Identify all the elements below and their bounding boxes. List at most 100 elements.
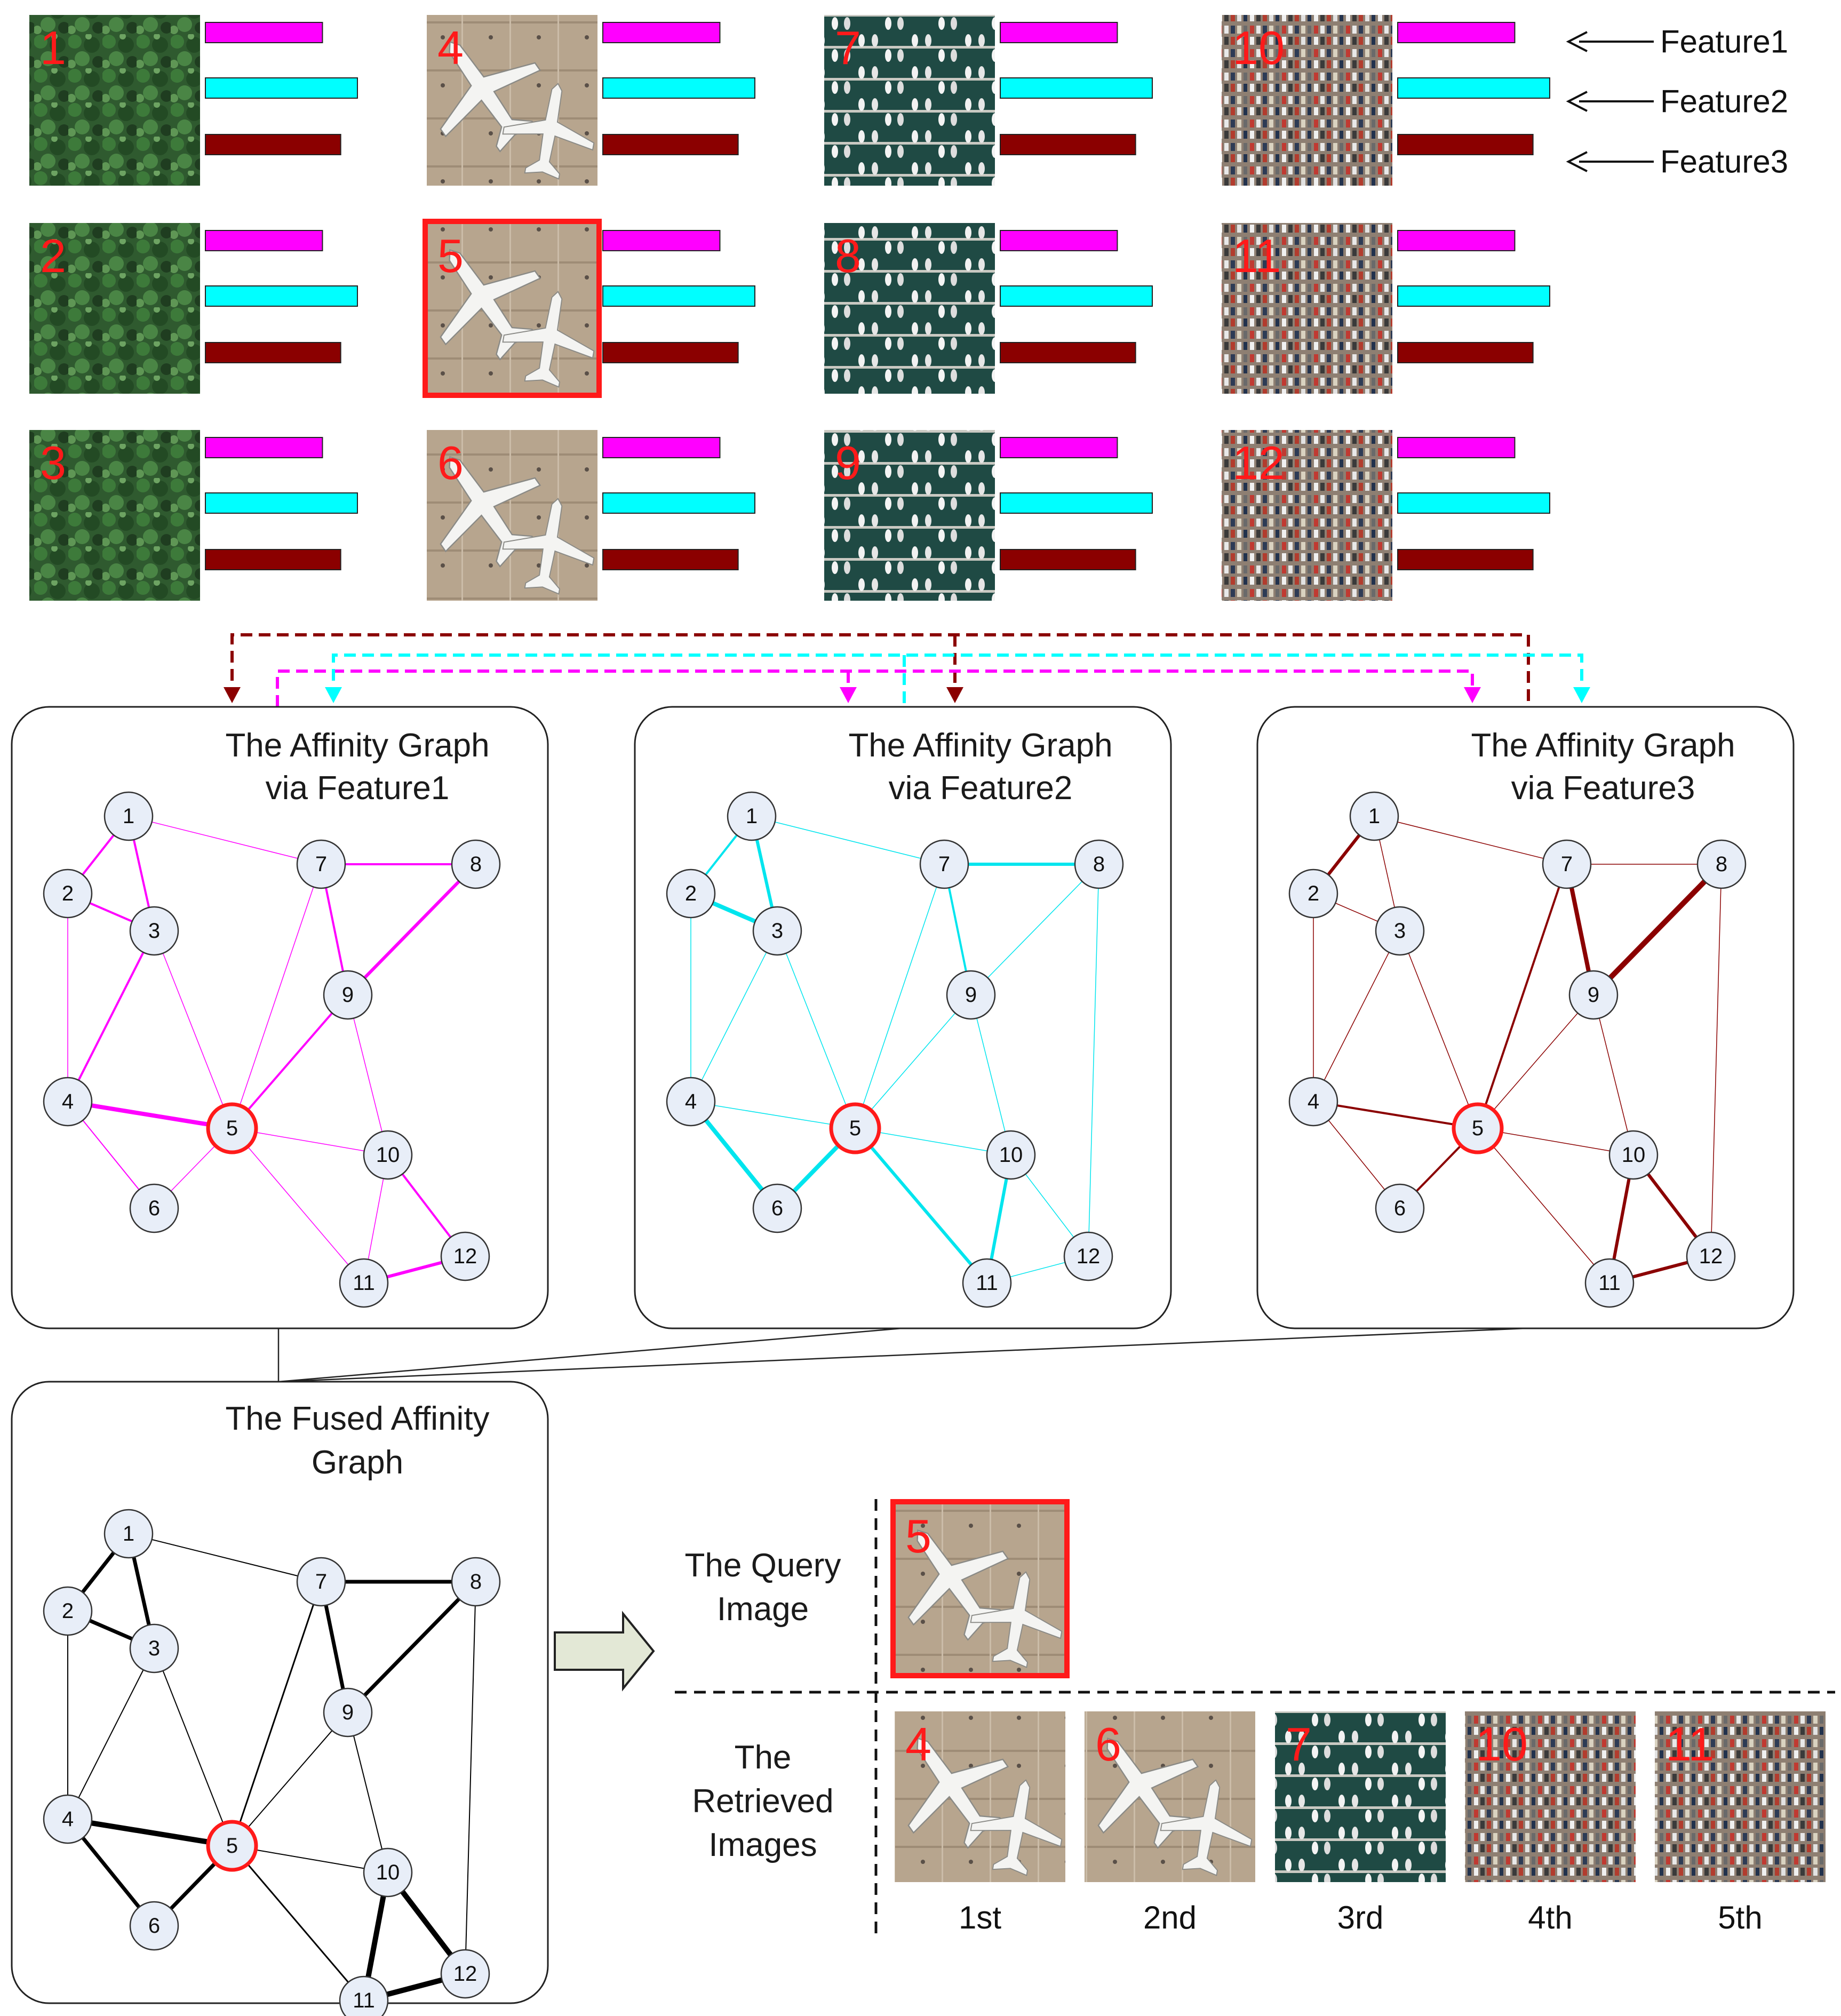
panel-title-line1: The Affinity Graph [225, 727, 489, 764]
arrow-down-icon [1464, 687, 1481, 703]
legend-row-feature1: Feature1 [1566, 24, 1788, 60]
thumbnail-image: 4 [402, 8, 604, 186]
thumbnail-number: 5 [905, 1510, 931, 1563]
feature-bar-3 [205, 549, 341, 570]
thumbnail-number: 8 [835, 229, 861, 282]
graph-edge [67, 930, 155, 1103]
feature-bar-2 [1000, 77, 1153, 99]
graph-edge [232, 1845, 388, 1873]
graph-node: 11 [339, 1975, 389, 2016]
graph-edge [777, 930, 856, 1129]
retrieved-thumbnail: 11 [1655, 1711, 1826, 1882]
legend-label-2: Feature2 [1660, 84, 1788, 119]
retrieved-item: 11 5th [1655, 1711, 1826, 1935]
graph-edge [232, 1128, 364, 1284]
query-thumbnail: 5 [870, 1496, 1072, 1674]
graph-node: 11 [1584, 1258, 1635, 1308]
graph-edge [690, 1101, 856, 1129]
thumbnail-number: 4 [905, 1718, 931, 1771]
thumbnail-number: 1 [40, 21, 66, 74]
node-label: 10 [376, 1861, 400, 1884]
feature-bar-1 [1397, 22, 1516, 43]
graph-edge [1593, 994, 1634, 1156]
query-label-line1: The Query [685, 1547, 841, 1584]
legend-label-1: Feature1 [1660, 24, 1788, 60]
arrow-down-icon [224, 687, 241, 703]
graph-node: 7 [296, 1557, 346, 1607]
graph-edge [855, 1128, 1011, 1156]
thumbnail-number: 10 [1476, 1718, 1528, 1771]
graph-edge [854, 1127, 989, 1285]
feature-connectors [224, 633, 1590, 707]
feature-bar-2 [602, 77, 755, 99]
feature-bar-2 [602, 492, 755, 514]
graph-node: 7 [919, 839, 969, 889]
graph-node: 9 [1568, 970, 1619, 1020]
legend-row-feature3: Feature3 [1566, 144, 1788, 180]
node-label: 7 [938, 852, 950, 876]
feature-bar-2 [1397, 492, 1550, 514]
rank-label: 3rd [1337, 1900, 1384, 1935]
feature-bar-1 [602, 437, 721, 458]
node-label: 5 [849, 1117, 861, 1140]
node-label: 1 [123, 1522, 134, 1545]
rank-label: 5th [1718, 1900, 1762, 1935]
thumbnail-cell: 1 [29, 15, 358, 186]
feature-bar-3 [205, 134, 341, 155]
graph-edge [65, 1816, 235, 1848]
arrow-left-icon [1566, 91, 1588, 112]
thumbnail-cell: 12 [1222, 430, 1550, 601]
node-label: 11 [353, 1271, 375, 1295]
node-label: 8 [470, 852, 482, 876]
feature-bar-3 [205, 342, 341, 363]
panel-title-line1: The Affinity Graph [848, 727, 1112, 764]
panel-title-line2: via Feature3 [1511, 770, 1695, 807]
graph-edge [1591, 862, 1724, 998]
connector-line [276, 670, 1474, 707]
graph-node: 12 [1686, 1231, 1736, 1281]
thumbnail-image: 2 [29, 223, 200, 394]
node-label: 10 [999, 1143, 1023, 1167]
arrow-down-icon [1573, 687, 1590, 703]
node-label: 9 [1588, 983, 1599, 1007]
graph-node: 9 [323, 970, 373, 1020]
graph-node: 6 [1375, 1183, 1425, 1233]
thumbnail-number: 6 [437, 436, 464, 489]
connector-line [230, 633, 1530, 707]
node-label: 4 [62, 1090, 74, 1113]
retrieved-thumbnail: 4 [870, 1704, 1072, 1882]
graph-edge [1477, 863, 1568, 1129]
thumbnail-number: 11 [1665, 1718, 1714, 1771]
feature-bar-3 [1000, 549, 1136, 570]
graph-edge [1088, 864, 1099, 1257]
legend-label-3: Feature3 [1660, 144, 1788, 180]
graph-node: 1 [103, 791, 154, 841]
node-label: 12 [453, 1245, 477, 1268]
node-label: 7 [315, 1570, 327, 1593]
graph-node: 4 [1288, 1077, 1338, 1127]
feature-bar-1 [205, 437, 323, 458]
retrieved-thumbnail: 6 [1059, 1704, 1262, 1882]
node-label: 3 [148, 919, 160, 943]
rank-label: 2nd [1143, 1900, 1197, 1935]
graph-edge [1710, 864, 1722, 1257]
panel-title-line2: via Feature2 [889, 770, 1073, 807]
thumbnail-number: 5 [437, 229, 464, 282]
thumbnail-image: 12 [1222, 430, 1392, 601]
graph-edge [1477, 1128, 1610, 1284]
node-label: 9 [342, 983, 354, 1007]
graph-edge [751, 816, 945, 865]
query-highlight [890, 1499, 1070, 1678]
graph-node: 8 [451, 839, 501, 889]
thumbnail-cell: 4 [402, 8, 755, 186]
thumbnail-cell: 11 [1222, 223, 1550, 394]
node-label: 6 [148, 1197, 160, 1220]
node-label: 4 [1308, 1090, 1319, 1113]
arrow-left-icon [1566, 151, 1588, 172]
